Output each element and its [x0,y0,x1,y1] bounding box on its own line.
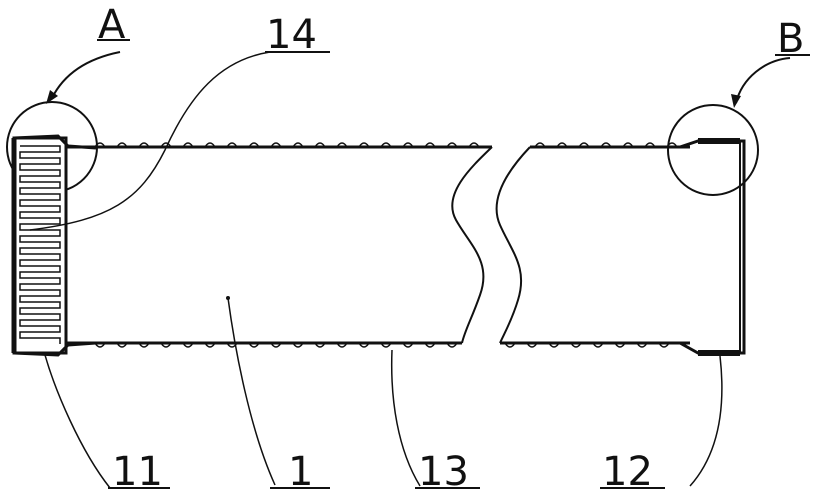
surface-bump [556,142,568,148]
surface-bump [358,142,370,148]
heating-wire-pattern [19,145,61,344]
surface-bump [592,342,604,348]
surface-bump [570,342,582,348]
surface-bump [658,342,670,348]
surface-bump [504,342,516,348]
surface-bump [336,142,348,148]
label-12: 12 [602,449,653,495]
detail-circle-b [667,104,759,196]
surface-bump [116,142,128,148]
surface-bump [182,142,194,148]
leader-1 [227,297,276,486]
surface-bump [314,142,326,148]
surface-bump [94,142,106,148]
surface-bump [446,142,458,148]
surface-bump [380,342,392,348]
surface-bump [424,142,436,148]
label-b: B [777,16,804,62]
surface-bump [402,342,414,348]
surface-bump [600,142,612,148]
surface-bump [226,142,238,148]
surface-bump [270,342,282,348]
leader-11 [44,354,111,489]
surface-bump [138,342,150,348]
surface-bump [248,342,260,348]
leader-a [51,51,121,99]
surface-bump [578,142,590,148]
surface-bump [336,342,348,348]
surface-bump [248,142,260,148]
leader-a-arrow [46,90,58,104]
surface-bump [138,142,150,148]
surface-bump [358,342,370,348]
surface-bump [644,142,656,148]
surface-bump [292,142,304,148]
left-socket [11,134,97,357]
leader-12 [689,355,723,487]
surface-bump [548,342,560,348]
surface-bump [636,342,648,348]
surface-bump [534,142,546,148]
surface-bump [226,342,238,348]
surface-bump [204,342,216,348]
surface-bump [380,142,392,148]
label-13: 13 [418,449,469,495]
label-11: 11 [112,449,163,495]
leader-14 [29,51,271,231]
surface-bump [402,142,414,148]
label-a: A [98,2,126,48]
surface-bump [94,342,106,348]
surface-bump [622,142,634,148]
surface-bump [116,342,128,348]
surface-bump [614,342,626,348]
surface-bump [446,342,458,348]
surface-bump [160,142,172,148]
surface-bump [182,342,194,348]
surface-bump [314,342,326,348]
pipe-body-right [495,145,690,345]
surface-bump [292,342,304,348]
surface-bumps [94,142,678,348]
leader-b-arrow [731,94,741,108]
surface-bump [666,142,678,148]
surface-bump [526,342,538,348]
surface-bump [468,142,480,148]
leader-lines [29,39,810,489]
pipe-body-left [66,145,493,345]
label-14: 14 [266,12,317,58]
leader-13 [390,349,421,487]
label-1: 1 [288,449,313,495]
surface-bump [204,142,216,148]
right-spigot [679,138,746,356]
surface-bump [424,342,436,348]
surface-bump [160,342,172,348]
leader-b [735,57,791,104]
surface-bump [270,142,282,148]
